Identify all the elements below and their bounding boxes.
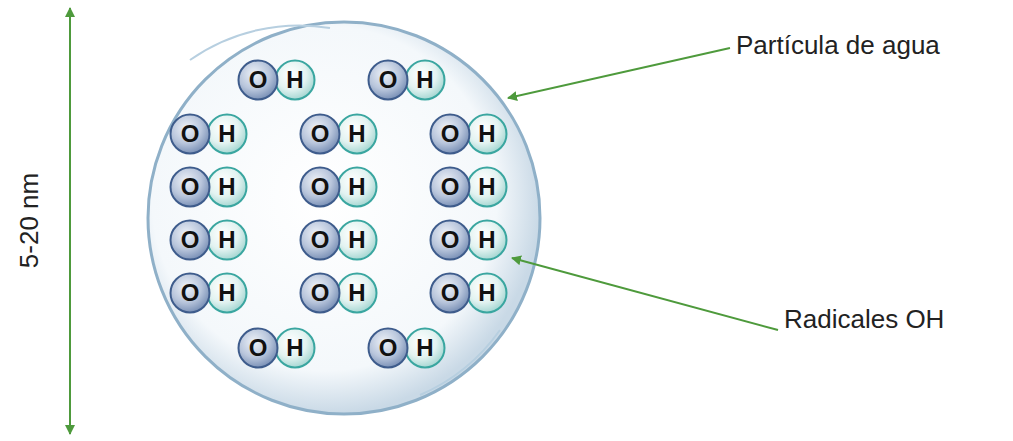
- atom-symbol: H: [206, 219, 248, 261]
- highlight: [190, 25, 330, 60]
- atom-symbol: O: [299, 113, 341, 155]
- oxygen-atom: O: [367, 327, 409, 369]
- oxygen-atom: O: [429, 219, 471, 261]
- atom-symbol: O: [299, 272, 341, 314]
- oxygen-atom: O: [299, 113, 341, 155]
- hydrogen-atom: H: [274, 327, 316, 369]
- oxygen-atom: O: [429, 113, 471, 155]
- oxygen-atom: O: [299, 272, 341, 314]
- atom-symbol: H: [274, 327, 316, 369]
- atom-symbol: O: [367, 327, 409, 369]
- oxygen-atom: O: [169, 272, 211, 314]
- hydrogen-atom: H: [274, 59, 316, 101]
- atom-symbol: O: [169, 272, 211, 314]
- callout-label: Radicales OH: [784, 304, 944, 335]
- leader-line: [508, 48, 730, 98]
- atom-symbol: H: [206, 272, 248, 314]
- atom-symbol: H: [274, 59, 316, 101]
- atom-symbol: O: [429, 272, 471, 314]
- atom-symbol: O: [429, 113, 471, 155]
- oxygen-atom: O: [237, 327, 279, 369]
- atom-symbol: O: [429, 166, 471, 208]
- water-particle: [148, 22, 540, 414]
- oxygen-atom: O: [169, 113, 211, 155]
- callout-label: Partícula de agua: [736, 30, 940, 61]
- dimension-arrow: [69, 8, 71, 434]
- atom-symbol: O: [169, 219, 211, 261]
- hydrogen-atom: H: [206, 219, 248, 261]
- hydrogen-atom: H: [336, 219, 378, 261]
- hydrogen-atom: H: [404, 59, 446, 101]
- atom-symbol: H: [404, 327, 446, 369]
- hydrogen-atom: H: [206, 166, 248, 208]
- oxygen-atom: O: [429, 166, 471, 208]
- atom-symbol: H: [466, 219, 508, 261]
- atom-symbol: H: [404, 59, 446, 101]
- oxygen-atom: O: [299, 166, 341, 208]
- hydrogen-atom: H: [466, 166, 508, 208]
- oxygen-atom: O: [299, 219, 341, 261]
- atom-symbol: O: [299, 166, 341, 208]
- leader-line: [512, 258, 778, 330]
- atom-symbol: O: [169, 166, 211, 208]
- atom-symbol: O: [237, 59, 279, 101]
- atom-symbol: O: [299, 219, 341, 261]
- hydrogen-atom: H: [466, 113, 508, 155]
- atom-symbol: H: [336, 113, 378, 155]
- hydrogen-atom: H: [206, 113, 248, 155]
- hydrogen-atom: H: [206, 272, 248, 314]
- hydrogen-atom: H: [336, 113, 378, 155]
- hydrogen-atom: H: [336, 272, 378, 314]
- atom-symbol: H: [466, 272, 508, 314]
- atom-symbol: H: [206, 113, 248, 155]
- atom-symbol: H: [336, 166, 378, 208]
- atom-symbol: H: [206, 166, 248, 208]
- atom-symbol: O: [429, 219, 471, 261]
- dimension-label: 5-20 nm: [15, 172, 46, 267]
- hydrogen-atom: H: [404, 327, 446, 369]
- atom-symbol: O: [169, 113, 211, 155]
- hydrogen-atom: H: [336, 166, 378, 208]
- atom-symbol: H: [466, 166, 508, 208]
- atom-symbol: H: [336, 219, 378, 261]
- atom-symbol: O: [367, 59, 409, 101]
- oxygen-atom: O: [169, 219, 211, 261]
- oxygen-atom: O: [367, 59, 409, 101]
- atom-symbol: O: [237, 327, 279, 369]
- atom-symbol: H: [466, 113, 508, 155]
- oxygen-atom: O: [169, 166, 211, 208]
- hydrogen-atom: H: [466, 272, 508, 314]
- oxygen-atom: O: [429, 272, 471, 314]
- oxygen-atom: O: [237, 59, 279, 101]
- atom-symbol: H: [336, 272, 378, 314]
- hydrogen-atom: H: [466, 219, 508, 261]
